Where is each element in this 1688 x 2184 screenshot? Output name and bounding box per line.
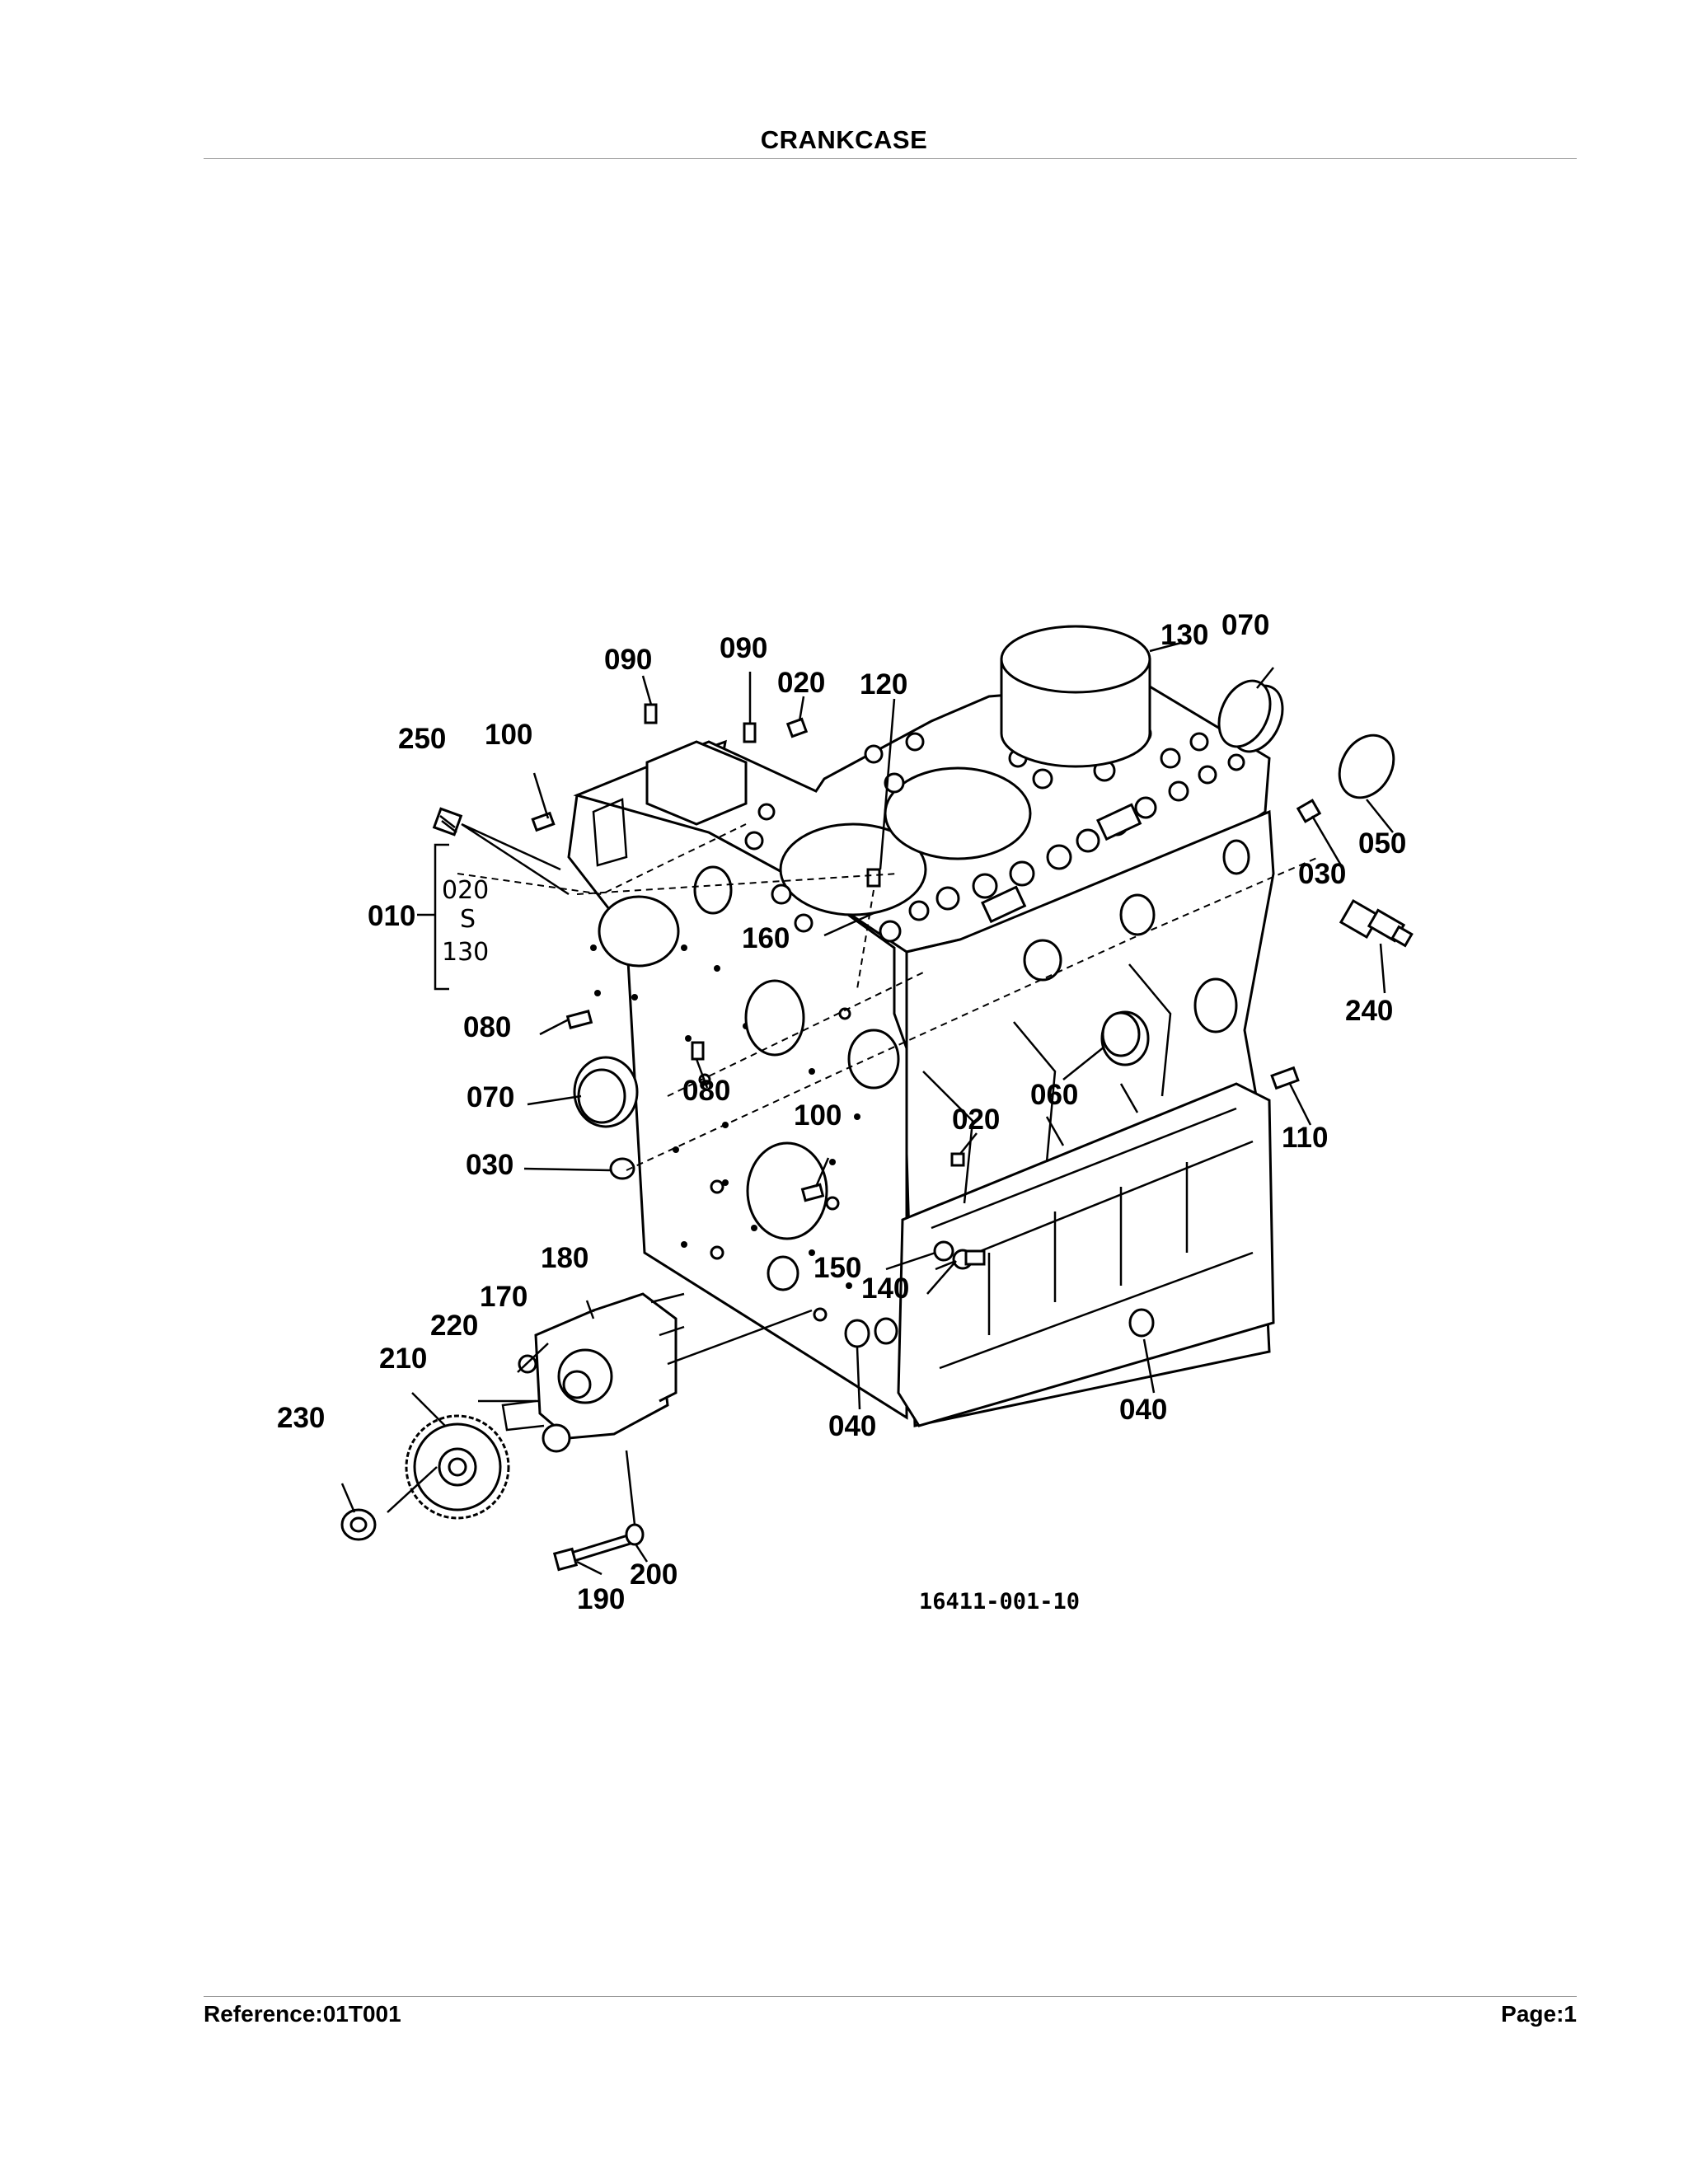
callout-170: 170: [480, 1281, 528, 1313]
plug-040-right: [1128, 1308, 1155, 1338]
callout-080-left: 080: [463, 1011, 511, 1043]
front-bore-camshaft: [598, 895, 680, 968]
callout-100-top: 100: [485, 719, 532, 751]
drawing-number: 16411-001-10: [919, 1589, 1080, 1615]
plug-020-mid: [950, 1152, 965, 1167]
dowel-120: [866, 868, 881, 888]
gear-210: [405, 1414, 510, 1520]
plug-070-top: [1217, 679, 1284, 753]
pin-080-left: [565, 1010, 593, 1029]
dashed-axis-lines: [457, 823, 1320, 1171]
callout-230: 230: [277, 1402, 325, 1434]
callout-110: 110: [1282, 1122, 1328, 1154]
callout-070-left: 070: [467, 1081, 514, 1113]
pin-100-top: [531, 811, 556, 832]
callout-030-left: 030: [466, 1149, 513, 1181]
nut-020-top: [785, 717, 809, 738]
front-bore-upper: [693, 865, 733, 915]
leader-lines: [340, 641, 1394, 1576]
front-face-holes: [590, 944, 860, 1322]
callout-220: 220: [430, 1310, 478, 1342]
liner-130: [1000, 625, 1151, 768]
seal-070-left: [573, 1056, 639, 1128]
cylinder-bore-2: [884, 766, 1032, 860]
callout-130: 130: [1160, 619, 1208, 651]
callout-080-mid: 080: [682, 1075, 730, 1107]
nut-230: [340, 1508, 377, 1541]
pin-110: [1270, 1066, 1300, 1090]
callout-180: 180: [541, 1242, 588, 1274]
callout-020-mid: 020: [952, 1104, 1000, 1136]
plug-060: [1101, 1011, 1141, 1057]
crankcase-block: [567, 682, 1275, 1427]
callout-200: 200: [630, 1558, 678, 1591]
footer-divider: [204, 1996, 1577, 1997]
plug-050: [1338, 733, 1395, 799]
callout-190: 190: [577, 1583, 625, 1615]
callout-120: 120: [860, 668, 907, 701]
group-note-bottom: 130: [442, 938, 489, 967]
front-bore-crank: [746, 1141, 828, 1240]
callout-020-top: 020: [777, 667, 825, 699]
callout-090-left: 090: [604, 644, 652, 676]
header-divider: [204, 158, 1577, 159]
callout-250: 250: [398, 723, 446, 755]
front-bore-mid: [847, 1029, 900, 1090]
callout-010: 010: [368, 900, 415, 932]
cylinder-bore-1: [779, 823, 927, 916]
page-title: CRANKCASE: [760, 125, 928, 154]
callout-140: 140: [861, 1272, 909, 1305]
bolt-250: [432, 807, 463, 837]
pin-090-left: [644, 703, 658, 724]
callout-050: 050: [1358, 827, 1406, 860]
pin-080-mid: [691, 1041, 705, 1061]
callout-100-mid: 100: [794, 1099, 842, 1132]
callout-160: 160: [742, 922, 790, 954]
callout-150: 150: [814, 1252, 861, 1284]
pin-100-mid: [800, 1183, 825, 1202]
callout-040-right: 040: [1119, 1394, 1167, 1426]
callout-210: 210: [379, 1343, 427, 1375]
plug-040-left: [844, 1319, 870, 1348]
washer-200: [625, 1523, 645, 1546]
block-top-window: [645, 740, 748, 826]
group-note-symbol: S: [460, 905, 476, 934]
oil-pump-assembly: [501, 1292, 685, 1453]
plug-030-right: [1296, 799, 1322, 823]
callout-240: 240: [1345, 995, 1393, 1027]
callout-070-top: 070: [1221, 609, 1269, 641]
nut-030-left: [609, 1157, 635, 1180]
callout-040-left: 040: [828, 1410, 876, 1442]
callout-030-right: 030: [1298, 858, 1346, 890]
block-pan-rail: [897, 1082, 1275, 1427]
sensor-240: [1339, 898, 1414, 948]
callout-090-right: 090: [720, 632, 767, 664]
fittings-140-150: [933, 1240, 986, 1270]
footer-reference: Reference:01T001: [204, 2001, 401, 2027]
bolt-190: [552, 1533, 635, 1572]
footer-page-number: Page:1: [1501, 2001, 1577, 2027]
plug-070-mid: [744, 979, 805, 1057]
callout-labels: 130 070 090 090 020 120 250 100 050 030 …: [277, 609, 1406, 1615]
group-note-010: 020 S 130: [442, 876, 489, 967]
callout-060: 060: [1030, 1079, 1078, 1111]
group-note-top: 020: [442, 876, 489, 905]
pin-090-right: [743, 722, 757, 743]
